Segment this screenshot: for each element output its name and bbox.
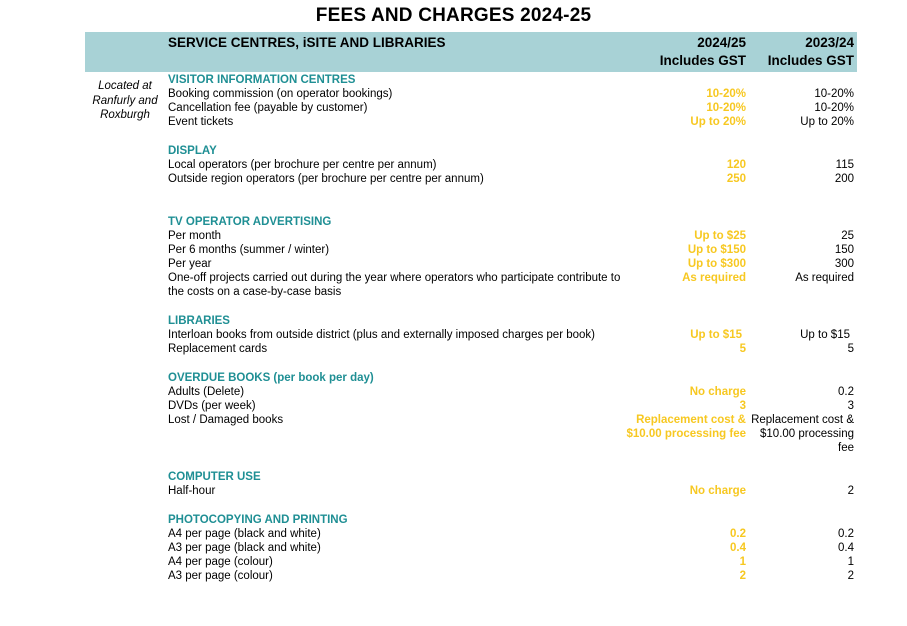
location-line: Roxburgh bbox=[100, 109, 150, 121]
value-line: $10.00 processing bbox=[760, 428, 854, 441]
value-2023: 1 bbox=[847, 556, 854, 568]
page-title: FEES AND CHARGES 2024-25 bbox=[315, 5, 592, 26]
value-2023: 150 bbox=[834, 244, 854, 256]
value-2024: Up to $25 bbox=[694, 230, 746, 242]
value-2023: 25 bbox=[841, 230, 854, 242]
row-label: Per month bbox=[168, 230, 222, 242]
value-2024: 2 bbox=[739, 570, 746, 582]
section-title-photocopying: PHOTOCOPYING AND PRINTING bbox=[168, 514, 348, 526]
row-label-line: One-off projects carried out during the … bbox=[168, 272, 621, 284]
value-2024: 10-20% bbox=[706, 88, 746, 100]
value-2023: 3 bbox=[847, 400, 854, 412]
value-2024: 3 bbox=[739, 400, 746, 412]
value-2024: Up to $15 bbox=[690, 329, 742, 341]
value-2023: 200 bbox=[834, 173, 854, 185]
value-2023: Replacement cost & $10.00 processing fee bbox=[746, 413, 854, 456]
row-label: Outside region operators (per brochure p… bbox=[168, 173, 484, 185]
value-line: Replacement cost & bbox=[636, 414, 746, 426]
row-label-line: the costs on a case-by-case basis bbox=[168, 286, 342, 299]
value-2024: As required bbox=[682, 272, 746, 284]
value-2024: 0.4 bbox=[730, 542, 746, 554]
row-label: A3 per page (black and white) bbox=[168, 542, 321, 554]
header-column-2024: 2024/25 Includes GST bbox=[620, 34, 746, 70]
row-label: Cancellation fee (payable by customer) bbox=[168, 102, 368, 114]
header-section-title: SERVICE CENTRES, iSITE AND LIBRARIES bbox=[168, 35, 446, 50]
value-2024: No charge bbox=[689, 386, 746, 398]
row-label: Adults (Delete) bbox=[168, 386, 245, 398]
row-label: Interloan books from outside district (p… bbox=[168, 329, 595, 341]
header-column-2023-gst: Includes GST bbox=[767, 53, 854, 68]
value-2023: 2 bbox=[847, 485, 854, 497]
table-header-band bbox=[85, 32, 857, 72]
value-line: fee bbox=[838, 442, 854, 455]
row-label: Lost / Damaged books bbox=[168, 414, 284, 426]
row-label: Local operators (per brochure per centre… bbox=[168, 159, 437, 171]
header-column-2023-year: 2023/24 bbox=[805, 35, 854, 50]
value-2023: 5 bbox=[847, 343, 854, 355]
row-label: Replacement cards bbox=[168, 343, 268, 355]
value-2024: No charge bbox=[689, 485, 746, 497]
row-label: A4 per page (black and white) bbox=[168, 528, 321, 540]
row-label: A4 per page (colour) bbox=[168, 556, 273, 568]
value-2024: Up to 20% bbox=[690, 116, 746, 128]
section-title-tv-advertising: TV OPERATOR ADVERTISING bbox=[168, 216, 332, 228]
location-line: Located at bbox=[98, 80, 152, 92]
header-column-2024-gst: Includes GST bbox=[659, 53, 746, 68]
value-2024: 120 bbox=[726, 159, 746, 171]
row-label: Half-hour bbox=[168, 485, 216, 497]
value-2023: 0.2 bbox=[838, 386, 854, 398]
header-column-2023: 2023/24 Includes GST bbox=[752, 34, 854, 70]
section-title-libraries: LIBRARIES bbox=[168, 315, 230, 327]
value-line: Replacement cost & bbox=[751, 414, 854, 426]
value-line: $10.00 processing fee bbox=[626, 428, 746, 441]
value-2024: 10-20% bbox=[706, 102, 746, 114]
value-2024: 250 bbox=[726, 173, 746, 185]
row-label: Per 6 months (summer / winter) bbox=[168, 244, 330, 256]
value-2023: 10-20% bbox=[814, 88, 854, 100]
value-2024: Up to $300 bbox=[687, 258, 746, 270]
section-title-overdue-books: OVERDUE BOOKS (per book per day) bbox=[168, 372, 374, 384]
row-label: A3 per page (colour) bbox=[168, 570, 273, 582]
section-title-computer-use: COMPUTER USE bbox=[168, 471, 261, 483]
row-label: One-off projects carried out during the … bbox=[168, 271, 623, 299]
row-label: Per year bbox=[168, 258, 212, 270]
section-title-visitor: VISITOR INFORMATION CENTRES bbox=[168, 74, 356, 86]
header-column-2024-year: 2024/25 bbox=[697, 35, 746, 50]
row-label: Booking commission (on operator bookings… bbox=[168, 88, 393, 100]
section-title-display: DISPLAY bbox=[168, 145, 217, 157]
row-label: DVDs (per week) bbox=[168, 400, 256, 412]
value-2023: 0.2 bbox=[838, 528, 854, 540]
value-2023: Up to 20% bbox=[800, 116, 854, 128]
location-note: Located at Ranfurly and Roxburgh bbox=[88, 79, 162, 123]
location-line: Ranfurly and bbox=[92, 94, 158, 107]
value-2023: 2 bbox=[847, 570, 854, 582]
value-2023: 300 bbox=[834, 258, 854, 270]
value-2023: 10-20% bbox=[814, 102, 854, 114]
value-2023: As required bbox=[795, 272, 854, 284]
value-2024: 5 bbox=[739, 343, 746, 355]
row-label: Event tickets bbox=[168, 116, 234, 128]
value-2023: 0.4 bbox=[838, 542, 854, 554]
value-2023: Up to $15 bbox=[800, 329, 850, 341]
value-2024: 1 bbox=[739, 556, 746, 568]
value-2023: 115 bbox=[835, 159, 854, 171]
value-2024: 0.2 bbox=[730, 528, 746, 540]
value-2024: Replacement cost & $10.00 processing fee bbox=[590, 413, 746, 441]
value-2024: Up to $150 bbox=[687, 244, 746, 256]
